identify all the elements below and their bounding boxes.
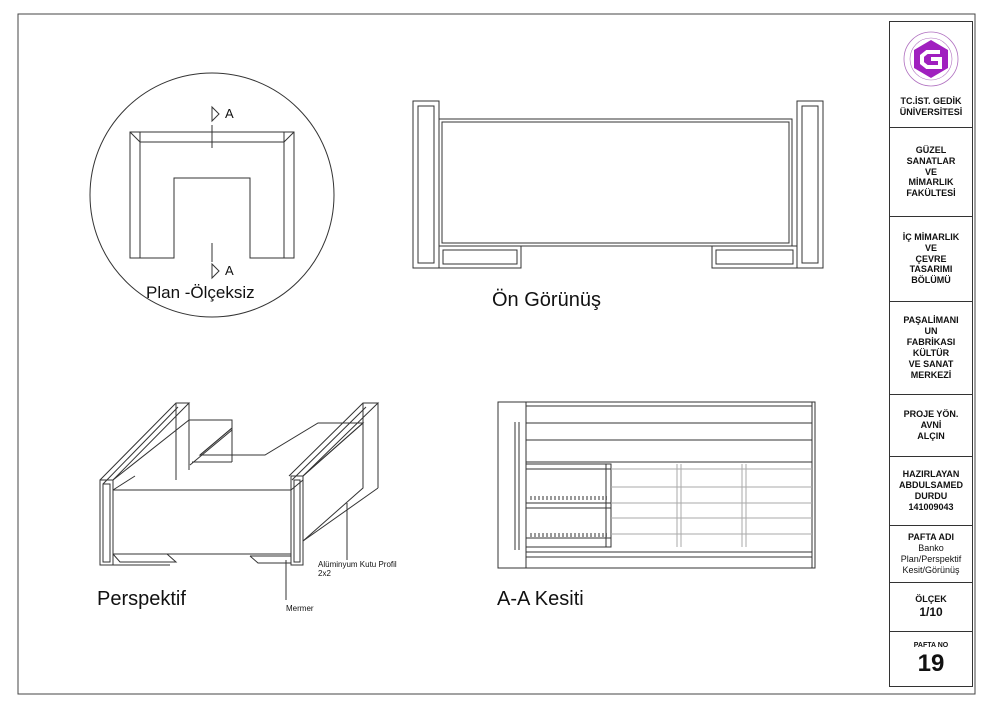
perspective-view: [99, 402, 380, 600]
university-logo: [903, 31, 959, 87]
title-block-department: İÇ MİMARLIK VE ÇEVRE TASARIMI BÖLÜMÜ: [889, 216, 973, 302]
title-block-logo-cell: TC.İST. GEDİK ÜNİVERSİTESİ: [889, 21, 973, 128]
title-block-sheet-no: PAFTA NO 19: [889, 631, 973, 687]
title-block-prepared-by: HAZIRLAYAN ABDULSAMED DURDU 141009043: [889, 456, 973, 526]
title-block-sheet-name: PAFTA ADI Banko Plan/Perspektif Kesit/Gö…: [889, 525, 973, 583]
university-name: TC.İST. GEDİK ÜNİVERSİTESİ: [899, 96, 963, 117]
plan-section-mark-top: A: [225, 106, 234, 121]
plan-view: [89, 72, 335, 318]
perspective-profile-label-1: Alüminyum Kutu Profil: [318, 560, 397, 569]
title-block-advisor: PROJE YÖN. AVNİ ALÇIN: [889, 394, 973, 457]
front-view: [412, 100, 824, 269]
title-block-project: PAŞALİMANI UN FABRİKASI KÜLTÜR VE SANAT …: [889, 301, 973, 395]
front-title: Ön Görünüş: [492, 289, 601, 311]
section-title: A-A Kesiti: [497, 588, 584, 610]
section-view: [497, 401, 816, 569]
title-block-faculty: GÜZEL SANATLAR VE MİMARLIK FAKÜLTESİ: [889, 127, 973, 217]
plan-section-mark-bottom: A: [225, 263, 234, 278]
plan-title: Plan -Ölçeksiz: [146, 283, 255, 302]
title-block-scale: ÖLÇEK 1/10: [889, 582, 973, 632]
perspective-marble-label: Mermer: [286, 604, 314, 613]
perspective-profile-label-2: 2x2: [318, 569, 331, 578]
perspective-title: Perspektif: [97, 588, 186, 610]
sheet-border: [17, 13, 976, 695]
